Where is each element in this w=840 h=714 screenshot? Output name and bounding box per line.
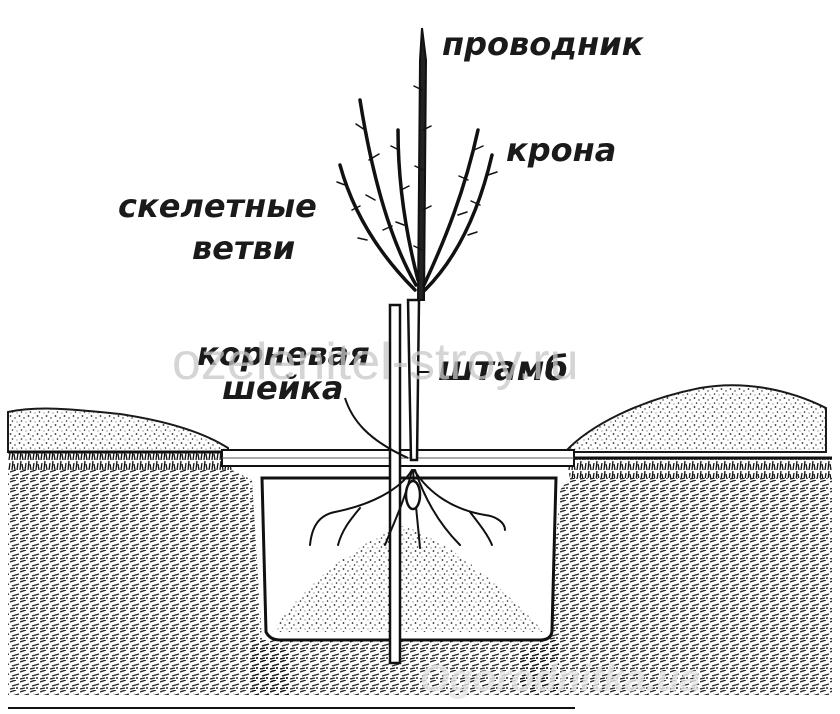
ground-surface-right xyxy=(565,458,832,478)
label-trunk: штамб xyxy=(438,352,568,386)
label-root-collar-line2: шейка xyxy=(222,372,343,404)
ground-surface-left xyxy=(8,452,232,470)
soil-section-left xyxy=(8,470,290,695)
label-skeletal-line2: ветви xyxy=(192,232,295,264)
label-crown: крона xyxy=(506,134,616,166)
label-root-collar-line1: корневая xyxy=(197,338,370,370)
right-soil-mound xyxy=(565,385,826,452)
label-leader: проводник xyxy=(442,28,643,60)
soil-section-bottom xyxy=(252,640,560,695)
label-skeletal-line1: скелетные xyxy=(118,190,317,222)
soil-section-right xyxy=(520,478,832,695)
left-soil-mound xyxy=(8,408,228,452)
tree-leader xyxy=(418,28,426,300)
tree-trunk xyxy=(408,300,419,460)
